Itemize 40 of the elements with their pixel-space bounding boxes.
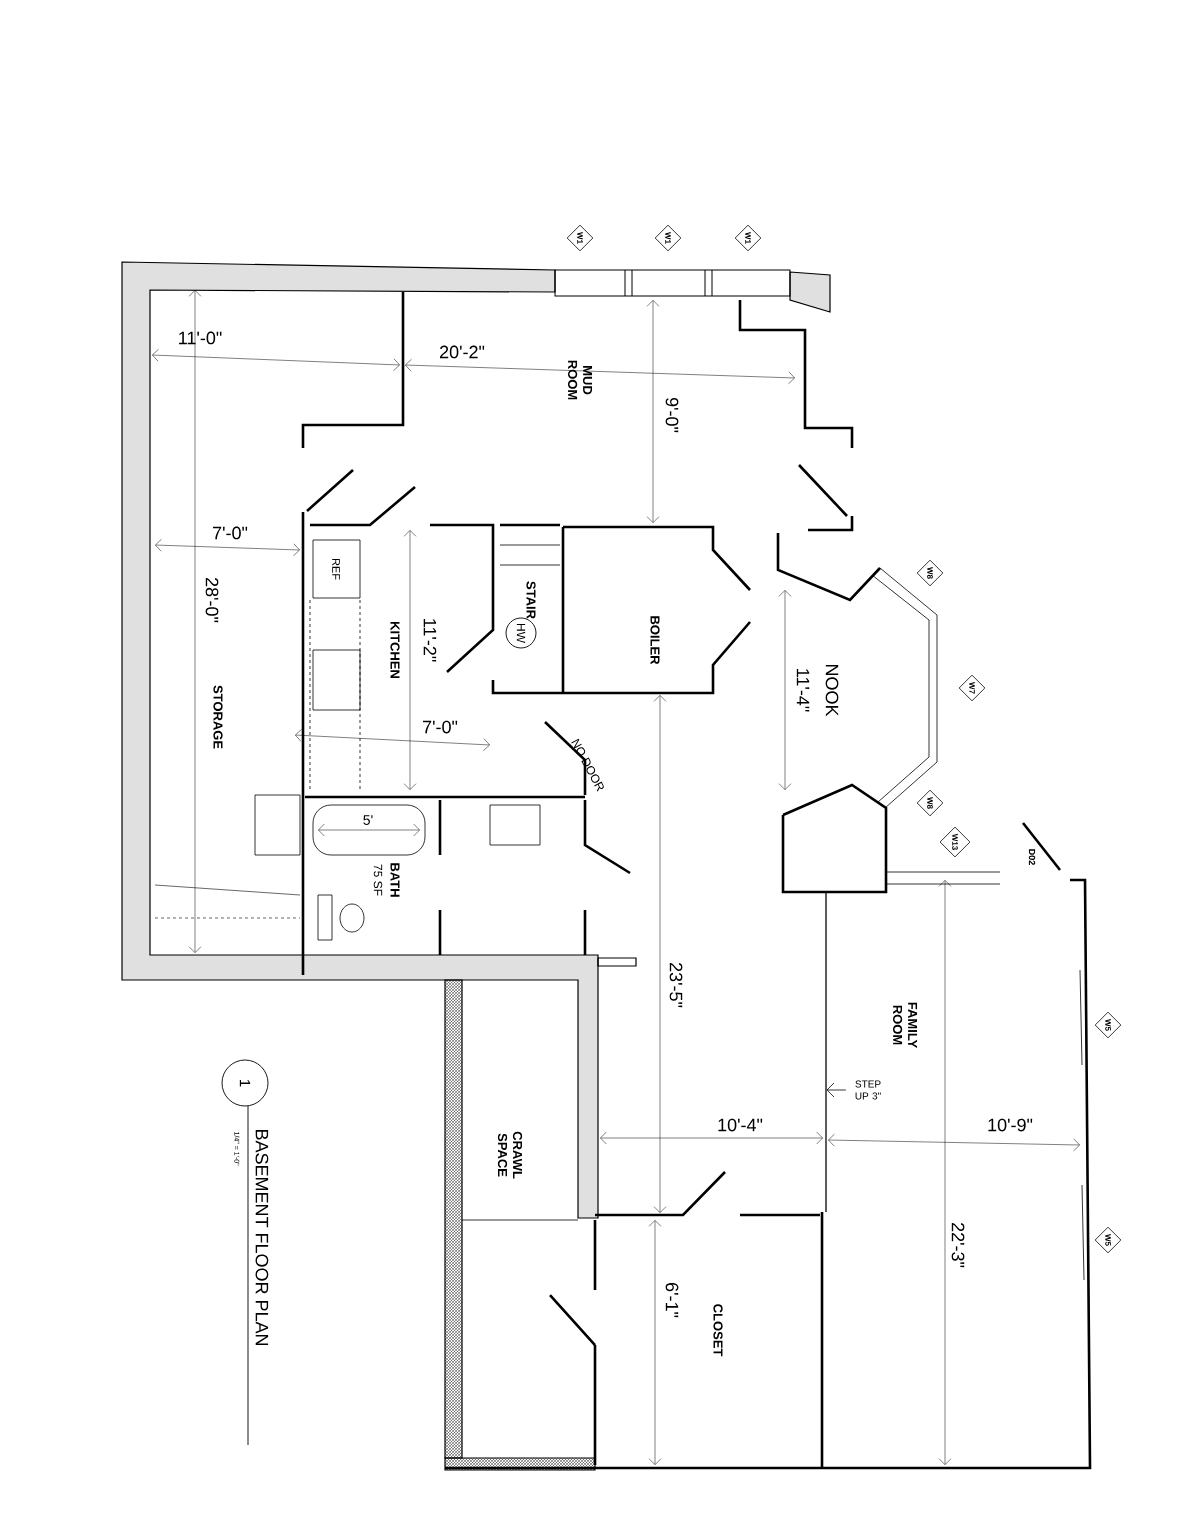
room-label: CRAWL SPACE [497, 1131, 523, 1179]
window-tag: W5 [1094, 1226, 1122, 1254]
dimension-text: 7'-0" [423, 720, 458, 734]
window-tag: W7 [958, 674, 986, 702]
dimension-text: 28'-0" [205, 578, 219, 623]
fixture-label: REF [332, 558, 340, 580]
note-text: STEP UP 3" [855, 1080, 881, 1100]
room-label: STORAGE [213, 685, 223, 749]
window-tag: W8 [916, 559, 944, 587]
room-label: FAMILY ROOM [893, 1002, 918, 1049]
room-label: STAIR [526, 581, 536, 619]
dimension-text: 5' [361, 814, 375, 826]
dimension-text: 7'-0" [213, 526, 248, 540]
window-tag: W1 [734, 224, 762, 252]
dimension-text: 10'-4" [718, 1118, 763, 1132]
leader-arrow [826, 1082, 847, 1098]
room-label: KITCHEN [390, 622, 400, 678]
room-label: BATH [390, 863, 400, 897]
dimension-text: 23'-5" [669, 963, 683, 1008]
room-label: CLOSET [713, 1304, 723, 1357]
dimension-text: 22'-3" [951, 1223, 965, 1268]
window-tag: W5 [1094, 1011, 1122, 1039]
window-tag: W8 [916, 789, 944, 817]
room-label: MUD ROOM [567, 360, 593, 400]
window-tag: W1 [566, 224, 594, 252]
dimension-text: 9'-0" [665, 397, 679, 433]
dimension-text: 6'-1" [665, 1283, 679, 1318]
area-label: 75 SF [373, 864, 383, 896]
step-line [825, 891, 827, 1213]
dimension-text: 11'-4" [796, 669, 810, 712]
room-label: BOILER [650, 616, 660, 665]
plan-title: BASEMENT FLOOR PLAN [255, 1130, 269, 1346]
window-tag: W1 [654, 224, 682, 252]
dimension-text: 11'-0" [179, 331, 222, 345]
dimension-text: 11'-2" [423, 619, 437, 662]
dimension-text: 20'-2" [440, 345, 485, 359]
window-tag: W13 [939, 826, 971, 858]
dimension-text: 10'-9" [988, 1118, 1033, 1132]
dimension-text: NOOK [825, 665, 839, 717]
door-tag: D02 [1028, 849, 1036, 865]
